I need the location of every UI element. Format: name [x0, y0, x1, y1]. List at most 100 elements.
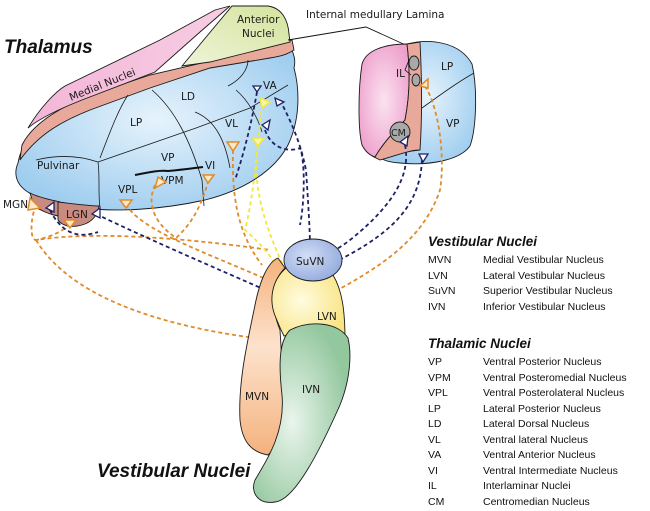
ivn: [253, 323, 351, 503]
legend-row: CM Centromedian Nucleus: [428, 495, 627, 511]
legend-abbr: LD: [428, 418, 442, 430]
legend-vestibular-title: Vestibular Nuclei: [428, 234, 538, 249]
legend-full-name: Centromedian Nucleus: [483, 495, 590, 508]
terminal-triangle: [62, 219, 78, 230]
legend-abbr: VL: [428, 433, 441, 446]
terminal-triangle: [44, 200, 55, 214]
legend-abbr: VI: [428, 464, 438, 477]
terminal-triangle: [398, 134, 409, 148]
legend-row: VI Ventral Intermediate Nucleus: [428, 464, 627, 480]
legend-row: MVN Medial Vestibular Nucleus: [428, 253, 613, 269]
thalamus-title: Thalamus: [4, 37, 93, 58]
legend-full-name: Ventral lateral Nucleus: [483, 433, 589, 446]
terminal-triangle: [225, 141, 241, 153]
thalamus-3d: [15, 5, 299, 227]
label-mgn: MGN: [3, 199, 28, 211]
legend-full-name: Medial Vestibular Nucleus: [483, 254, 604, 266]
label-section-lp: LP: [441, 61, 453, 73]
label-lvn: LVN: [317, 311, 337, 323]
terminal-triangle: [258, 96, 272, 110]
thalamus-labels: Thalamus Anterior Nuclei Medial Nuclei L…: [3, 14, 280, 221]
vp-divider: [134, 166, 204, 176]
legend-row: VPL Ventral Posterolateral Nucleus: [428, 386, 627, 402]
label-suvn: SuVN: [296, 256, 324, 268]
legend-abbr: SuVN: [428, 285, 456, 297]
legend-thalamic-title: Thalamic Nuclei: [428, 336, 531, 351]
label-internal-medullary-lamina: Internal medullary Lamina: [306, 9, 444, 21]
legend-row: SuVN Superior Vestibular Nucleus: [428, 284, 613, 300]
label-vpl: VPL: [118, 184, 138, 196]
terminal-triangle: [90, 206, 101, 220]
legend-full-name: Ventral Posterior Nucleus: [483, 356, 602, 368]
legend-full-name: Lateral Posterior Nucleus: [483, 402, 601, 415]
legend-row: LD Lateral Dorsal Nucleus: [428, 417, 627, 433]
label-ld: LD: [181, 91, 195, 103]
il-nucleus-1: [408, 55, 420, 71]
internal-medullary-lamina: [19, 39, 295, 161]
vestibular-nuclei: SuVN LVN MVN IVN Vestibular Nuclei: [97, 238, 351, 503]
legend-full-name: Ventral Posteromedial Nucleus: [483, 371, 627, 384]
legend-row: VP Ventral Posterior Nucleus: [428, 355, 627, 371]
legend-row: LVN Lateral Vestibular Nucleus: [428, 269, 613, 285]
terminal-triangle: [153, 175, 168, 190]
legend-full-name: Ventral Anterior Nucleus: [483, 449, 596, 461]
thalamus-cross-section: IL LP VP CM: [358, 41, 477, 165]
legend-row: VL Ventral lateral Nucleus: [428, 433, 627, 449]
legend-abbr: VA: [428, 449, 442, 461]
vestibular-nuclei-title: Vestibular Nuclei: [97, 461, 251, 482]
legend-abbr: LP: [428, 402, 441, 415]
terminal-triangle: [201, 174, 216, 185]
legend-abbr: VPL: [428, 387, 448, 399]
legend-abbr: MVN: [428, 254, 452, 266]
terminal-triangle: [27, 196, 42, 211]
label-cm: CM: [391, 128, 406, 139]
terminal-triangle: [417, 153, 430, 164]
legend-row: IVN Inferior Vestibular Nucleus: [428, 300, 613, 316]
label-va: VA: [263, 80, 278, 92]
label-pulvinar: Pulvinar: [37, 160, 80, 172]
label-mvn: MVN: [245, 391, 269, 403]
terminal-triangle: [274, 96, 286, 107]
legend-full-name: Lateral Dorsal Nucleus: [483, 418, 590, 430]
terminal-triangle: [250, 137, 266, 148]
legend-row: IL Interlaminar Nuclei: [428, 479, 627, 495]
legend-abbr: IVN: [428, 300, 446, 313]
legend-row: VPM Ventral Posteromedial Nucleus: [428, 371, 627, 387]
terminal-triangle: [251, 85, 263, 94]
label-vpm: VPM: [161, 175, 184, 187]
label-anterior-2: Nuclei: [242, 28, 275, 40]
nucleus-borders: [35, 59, 289, 208]
legend-full-name: Ventral Intermediate Nucleus: [483, 464, 618, 477]
legend-abbr: VP: [428, 356, 443, 368]
legend-vestibular: Vestibular Nuclei MVN Medial Vestibular N…: [428, 234, 613, 315]
legend-abbr: IL: [428, 480, 437, 492]
legend-full-name: Interlaminar Nuclei: [483, 480, 571, 492]
label-vp: VP: [161, 152, 175, 164]
label-vl: VL: [225, 118, 238, 130]
legend-abbr: VPM: [428, 371, 451, 384]
legend-full-name: Inferior Vestibular Nucleus: [483, 300, 606, 313]
legend-row: LP Lateral Posterior Nucleus: [428, 402, 627, 418]
terminal-triangle: [418, 77, 429, 89]
legend-thalamic: Thalamic Nuclei VP Ventral Posterior Nucl…: [428, 336, 627, 510]
legend-abbr: CM: [428, 495, 445, 508]
label-ivn: IVN: [302, 384, 320, 396]
label-section-vp: VP: [446, 118, 460, 130]
legend-full-name: Ventral Posterolateral Nucleus: [483, 387, 625, 399]
terminal-triangle: [260, 118, 271, 132]
legend-abbr: LVN: [428, 269, 448, 282]
legend-full-name: Lateral Vestibular Nucleus: [483, 269, 605, 282]
medial-nuclei: [27, 5, 231, 129]
label-lp: LP: [130, 117, 142, 129]
projection-terminals: [27, 77, 430, 230]
anterior-nuclei: [180, 5, 291, 67]
il-nucleus-2: [411, 73, 421, 87]
legend-full-name: Superior Vestibular Nucleus: [483, 285, 613, 297]
terminal-triangle: [118, 199, 134, 210]
legend-row: VA Ventral Anterior Nucleus: [428, 448, 627, 464]
lamina-callout: Internal medullary Lamina: [287, 9, 444, 48]
label-il: IL: [396, 68, 405, 80]
suvn: [283, 238, 343, 282]
label-anterior-1: Anterior: [237, 14, 280, 26]
